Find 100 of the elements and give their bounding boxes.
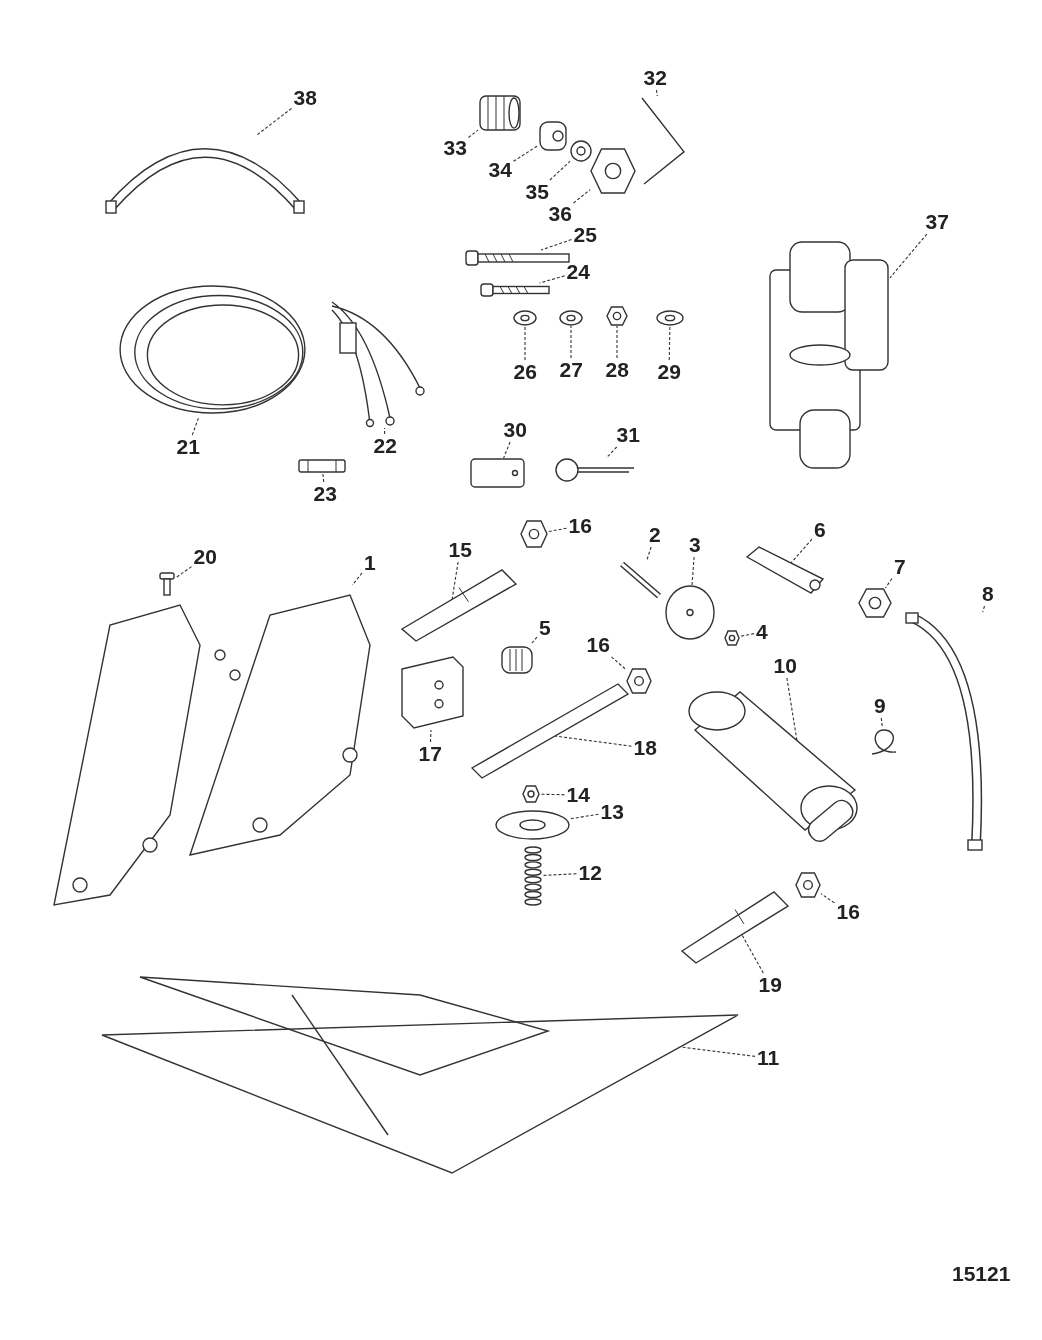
leader-line <box>820 893 836 904</box>
leader-line <box>889 233 928 279</box>
disk-drawing <box>665 585 715 640</box>
callout-number: 1 <box>362 551 378 575</box>
callout-number: 24 <box>564 260 592 284</box>
trim-plate-drawing <box>100 975 740 1175</box>
callout-number: 3 <box>687 533 703 557</box>
leader-line <box>691 556 695 586</box>
leader-line <box>256 107 293 136</box>
washer-drawing <box>495 810 570 840</box>
leader-line <box>467 129 479 139</box>
callout-number: 37 <box>923 210 951 234</box>
callout-number: 35 <box>523 180 551 204</box>
callout-number: 20 <box>191 545 219 569</box>
callout-number: 31 <box>614 423 642 447</box>
bracket-line <box>640 96 686 186</box>
leader-line <box>539 793 566 796</box>
cotter-pin-drawing <box>555 458 635 482</box>
nut-drawing <box>522 785 540 803</box>
pin-drawing <box>470 458 525 488</box>
callout-number: 15 <box>446 538 474 562</box>
callout-number: 36 <box>546 202 574 226</box>
block-drawing <box>400 655 465 730</box>
leader-line <box>549 160 571 181</box>
leader-line <box>570 325 572 359</box>
leader-line <box>572 189 591 204</box>
callout-number: 23 <box>311 482 339 506</box>
leader-line <box>786 677 798 742</box>
nut-drawing <box>724 630 740 646</box>
callout-number: 5 <box>537 616 553 640</box>
nut-drawing <box>520 520 548 548</box>
leader-line <box>982 605 986 613</box>
callout-number: 11 <box>755 1046 782 1070</box>
callout-number: 34 <box>486 158 514 182</box>
leader-line <box>383 427 386 435</box>
leader-line <box>884 577 893 589</box>
leader-line <box>540 239 573 251</box>
tube-drawing <box>745 545 825 595</box>
spring-drawing <box>524 846 542 906</box>
ring-drawing <box>570 140 592 162</box>
leader-line <box>547 527 568 533</box>
callout-number: 18 <box>631 736 659 760</box>
washer-drawing <box>656 310 684 326</box>
callout-number: 27 <box>557 358 585 382</box>
callout-number: 30 <box>501 418 529 442</box>
leader-line <box>668 325 671 361</box>
leader-line <box>655 89 658 97</box>
callout-number: 19 <box>756 973 784 997</box>
leader-line <box>538 275 566 284</box>
nut-drawing <box>626 668 652 694</box>
pin-drawing <box>400 568 518 643</box>
callout-number: 32 <box>641 66 669 90</box>
callout-number: 7 <box>892 555 908 579</box>
leader-line <box>569 813 600 820</box>
callout-number: 16 <box>566 514 594 538</box>
leader-line <box>512 145 539 162</box>
callout-number: 28 <box>603 358 631 382</box>
leader-line <box>541 873 578 877</box>
pin-drawing <box>680 890 790 965</box>
callout-number: 17 <box>416 742 444 766</box>
leader-line <box>616 325 618 359</box>
leader-line <box>451 561 459 601</box>
callout-number: 21 <box>174 435 202 459</box>
callout-number: 25 <box>571 223 599 247</box>
screw-drawing <box>158 572 176 596</box>
leader-line <box>351 572 363 586</box>
callout-number: 9 <box>872 694 888 718</box>
callout-number: 16 <box>834 900 862 924</box>
callout-number: 12 <box>576 861 604 885</box>
nut-drawing <box>606 306 628 326</box>
leader-line <box>739 633 755 637</box>
washer-drawing <box>559 310 583 326</box>
leader-line <box>880 717 883 729</box>
washer-drawing <box>513 310 537 326</box>
callout-number: 29 <box>655 360 683 384</box>
rod-drawing <box>470 682 630 780</box>
nut-drawing <box>590 148 636 194</box>
plug-drawing <box>500 643 534 677</box>
callout-number: 8 <box>980 582 996 606</box>
callout-number: 22 <box>371 434 399 458</box>
leader-line <box>531 636 538 644</box>
sleeve-drawing <box>538 120 568 152</box>
callout-number: 2 <box>647 523 663 547</box>
callout-number: 4 <box>754 620 770 644</box>
fuse-drawing <box>298 458 346 474</box>
screw-drawing <box>480 283 550 297</box>
leader-line <box>610 656 627 671</box>
callout-number: 38 <box>291 86 319 110</box>
leader-line <box>646 546 652 561</box>
bolt-drawing <box>465 250 570 266</box>
leader-line <box>605 446 618 459</box>
leader-line <box>175 566 193 579</box>
leader-line <box>322 473 325 483</box>
leader-line <box>429 729 432 743</box>
figure-number: 15121 <box>951 1262 1012 1286</box>
stud-drawing <box>618 560 663 600</box>
callout-number: 10 <box>771 654 799 678</box>
leader-line <box>741 934 764 974</box>
callout-number: 33 <box>441 136 469 160</box>
callout-number: 6 <box>812 518 828 542</box>
